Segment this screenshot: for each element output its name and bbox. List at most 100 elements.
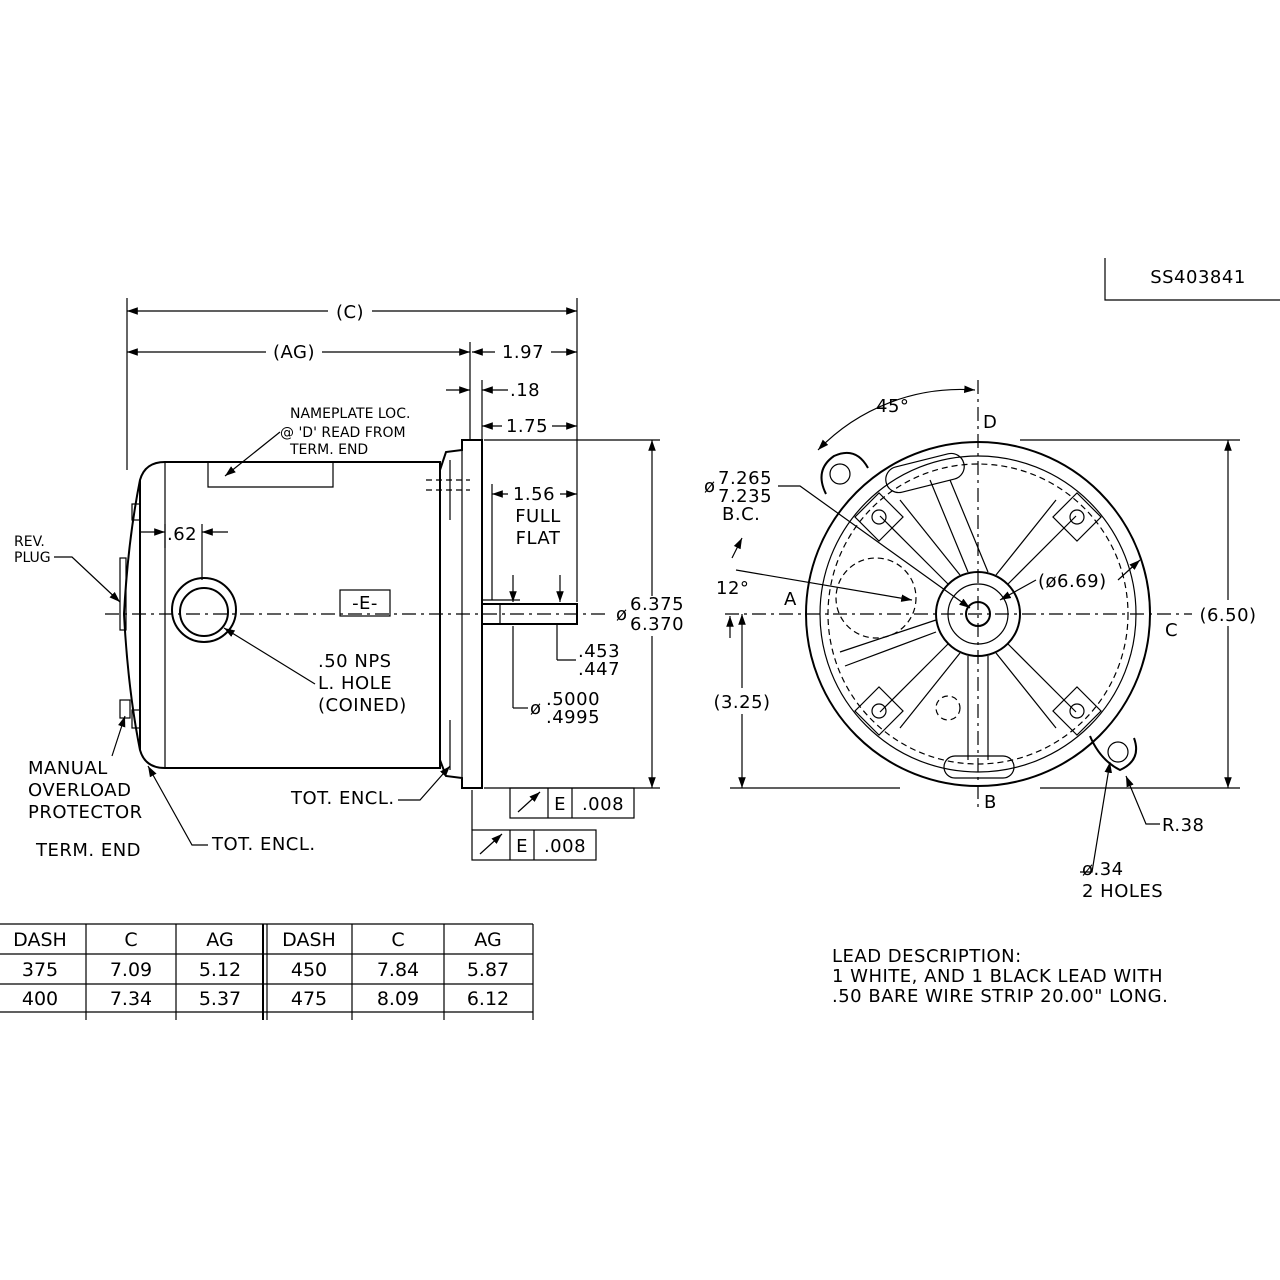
- svg-text:.008: .008: [582, 794, 624, 815]
- fcf-upper: E .008: [509, 787, 635, 819]
- lead-line-3: .50 BARE WIRE STRIP 20.00" LONG.: [832, 986, 1168, 1007]
- flat-label: FLAT: [516, 528, 561, 549]
- shaft-dia-upper: .5000: [546, 689, 600, 710]
- angle-45-label: 45°: [876, 396, 909, 417]
- hub-outer: [935, 571, 1021, 657]
- lead-line-1: LEAD DESCRIPTION:: [832, 946, 1022, 967]
- motor-frame: [139, 461, 441, 769]
- rev-plug-label-2: PLUG: [14, 550, 51, 566]
- bc-phi: ø: [704, 476, 716, 497]
- svg-text:E: E: [516, 836, 528, 857]
- radius-label: R.38: [1162, 815, 1205, 836]
- nps-note-2: L. HOLE: [318, 673, 392, 694]
- table-header: C: [391, 929, 404, 951]
- angle-12-label: 12°: [716, 578, 749, 599]
- table-header: AG: [206, 929, 233, 951]
- bolt-pad-bl: [854, 686, 904, 736]
- table-cell: 8.09: [377, 988, 419, 1010]
- dim-ag-label: (AG): [273, 342, 315, 363]
- nameplate-note-3: TERM. END: [289, 442, 368, 458]
- bolt-pad-tr: [1052, 492, 1102, 542]
- table-cell: 7.34: [110, 988, 152, 1010]
- end-housing-inner: [819, 455, 1137, 773]
- pilot-dia-lower: 6.370: [630, 614, 684, 635]
- table-cell: 375: [22, 959, 58, 981]
- table-header: DASH: [13, 929, 67, 951]
- shaft-phi: ø: [530, 698, 542, 719]
- holes-label-2: 2 HOLES: [1082, 881, 1163, 902]
- table-header: AG: [474, 929, 501, 951]
- term-end-label: TERM. END: [35, 840, 141, 861]
- part-number: SS403841: [1150, 267, 1246, 288]
- flat-dim-upper: .453: [578, 641, 620, 662]
- table-cell: 400: [22, 988, 58, 1010]
- end-view: 45° D A B C ø 7.265 7.235 B.C. 12° (ø6.6…: [704, 380, 1264, 902]
- nps-note-3: (COINED): [318, 695, 407, 716]
- bc-upper: 7.265: [718, 468, 772, 489]
- table-cell: 5.87: [467, 959, 509, 981]
- hidden-conduit: [835, 557, 917, 639]
- table-cell: 5.12: [199, 959, 241, 981]
- svg-text:.008: .008: [544, 836, 586, 857]
- dim-1-97-label: 1.97: [502, 342, 544, 363]
- label-b: B: [984, 792, 997, 813]
- end-housing-outer: [805, 441, 1151, 787]
- shaft-dia-lower: .4995: [546, 707, 600, 728]
- small-hole: [935, 695, 961, 721]
- dim-62-label: .62: [167, 524, 197, 545]
- nameplate-outline: [207, 462, 334, 488]
- angle-45-arc: [817, 385, 976, 451]
- bolt-pad-br: [1052, 686, 1102, 736]
- slot-top: [885, 452, 965, 494]
- nameplate-note-2: @ 'D' READ FROM: [280, 425, 406, 441]
- manual-label-1: MANUAL: [28, 758, 108, 779]
- dim-1-56-label: 1.56: [513, 484, 555, 505]
- dim-650-label: (6.50): [1199, 605, 1256, 626]
- dim-c-label: (C): [336, 302, 364, 323]
- hub-mid: [947, 583, 1009, 645]
- mounting-ear-bottom-right: [1089, 735, 1138, 772]
- dim-1-75-label: 1.75: [506, 416, 548, 437]
- bolt-circle: [827, 463, 1129, 765]
- rev-plug-label-1: REV.: [14, 534, 45, 550]
- manual-label-3: PROTECTOR: [28, 802, 143, 823]
- table-cell: 450: [291, 959, 327, 981]
- table-cell: 7.84: [377, 959, 419, 981]
- fcf-lower: E .008: [471, 829, 597, 861]
- table-cell: 5.37: [199, 988, 241, 1010]
- label-d: D: [983, 412, 997, 433]
- nps-hole-boss: [171, 577, 237, 643]
- dash-table: DASH C AG DASH C AG 375 7.09 5.12 450 7.…: [0, 923, 534, 1020]
- table-header: C: [124, 929, 137, 951]
- table-header: DASH: [282, 929, 336, 951]
- table-cell: 7.09: [110, 959, 152, 981]
- slot-bottom: [943, 755, 1015, 779]
- table-cell: 6.12: [467, 988, 509, 1010]
- datum-e-box: [339, 589, 391, 617]
- title-block: SS403841: [1104, 258, 1280, 301]
- shaft-end: [965, 601, 991, 627]
- pilot-phi: ø: [616, 604, 628, 625]
- dim-18-label: .18: [510, 380, 540, 401]
- nps-note-1: .50 NPS: [318, 651, 392, 672]
- side-view: (C) (AG) 1.97 .18 1.75 NAMEPLATE LOC. @ …: [14, 298, 690, 861]
- dim-325-label: (3.25): [713, 692, 770, 713]
- tot-encl-left: TOT. ENCL.: [211, 834, 316, 855]
- terminal-end-cap: [122, 479, 141, 751]
- label-c: C: [1165, 620, 1178, 641]
- flat-dim-lower: .447: [578, 659, 620, 680]
- nps-hole: [179, 587, 229, 637]
- manual-label-2: OVERLOAD: [28, 780, 131, 801]
- lead-line-2: 1 WHITE, AND 1 BLACK LEAD WITH: [832, 966, 1163, 987]
- motor-shaft: [481, 603, 578, 625]
- label-a: A: [784, 589, 797, 610]
- table-cell: 475: [291, 988, 327, 1010]
- tot-encl-right: TOT. ENCL.: [290, 788, 395, 809]
- svg-text:E: E: [554, 794, 566, 815]
- bc-label: B.C.: [722, 504, 760, 525]
- dia-669-label: (ø6.69): [1038, 571, 1107, 592]
- nameplate-note-1: NAMEPLATE LOC.: [290, 406, 410, 422]
- datum-e-label: -E-: [352, 593, 378, 614]
- holes-label-1: ø.34: [1082, 859, 1124, 880]
